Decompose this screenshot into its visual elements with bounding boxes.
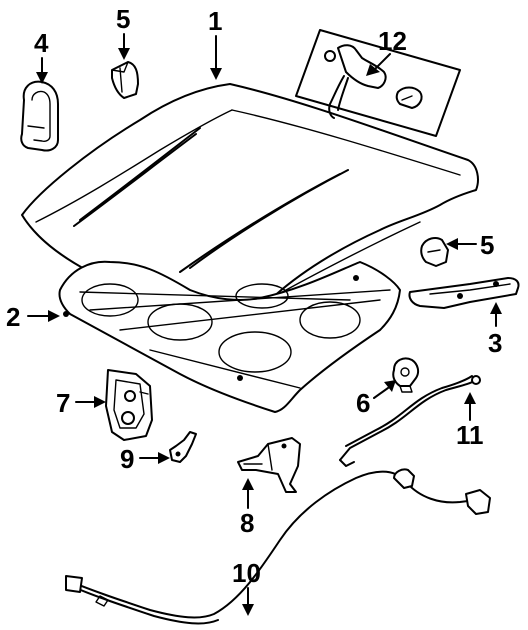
part-4-bumper — [20, 80, 59, 152]
part-3-hinge — [408, 277, 520, 309]
callout-7: 7 — [56, 388, 70, 418]
callout-2: 2 — [6, 302, 20, 332]
part-10-release-cable — [65, 468, 491, 625]
callout-8: 8 — [240, 508, 254, 538]
part-5-bumper-top — [111, 61, 139, 99]
callout-6: 6 — [356, 388, 370, 418]
callout-9: 9 — [120, 444, 134, 474]
callout-3: 3 — [488, 328, 502, 358]
callout-5-right: 5 — [480, 230, 494, 260]
part-6-striker — [392, 357, 420, 393]
callout-10: 10 — [232, 558, 261, 588]
part-12-lamp-assembly — [295, 29, 461, 137]
part-11-prop-rod — [339, 375, 481, 467]
callout-1: 1 — [208, 6, 222, 36]
callout-11: 11 — [456, 420, 484, 450]
part-9-bracket — [169, 431, 197, 463]
part-5-bumper-right — [420, 237, 449, 267]
part-8-release-handle — [237, 437, 301, 493]
hood-inner-panel — [58, 260, 401, 413]
callout-12: 12 — [378, 26, 407, 56]
leader-lines — [27, 33, 502, 616]
callout-5-top: 5 — [116, 4, 130, 34]
callout-4: 4 — [34, 28, 49, 58]
part-7-latch — [105, 369, 153, 441]
